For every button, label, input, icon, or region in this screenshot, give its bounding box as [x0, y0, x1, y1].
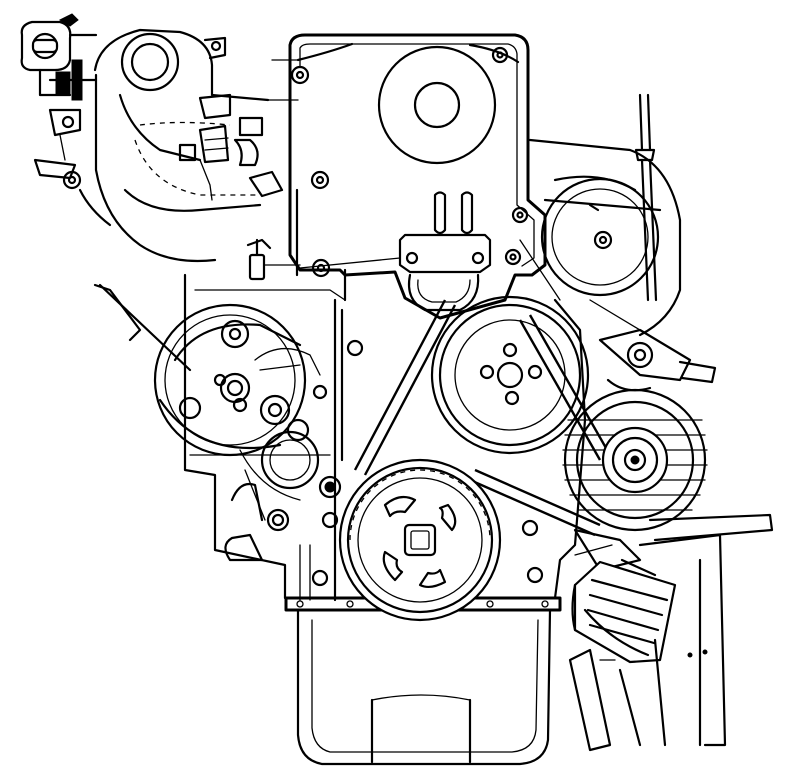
water-pump-pulley: [430, 295, 590, 455]
oil-pan: [284, 596, 562, 766]
engine-mount-bracket: [299, 191, 492, 312]
exhaust-bracket: [568, 513, 774, 752]
idler-pulley-upper-right: [528, 138, 682, 337]
timing-cover: [267, 33, 547, 320]
top-left-sensor: [20, 13, 112, 227]
dipstick: [634, 93, 658, 302]
wiring-connector: [246, 238, 301, 281]
alternator: [562, 328, 717, 572]
oil-filter: [571, 558, 677, 664]
ac-compressor-pulley: [93, 283, 342, 521]
engine-block: [183, 273, 587, 602]
drive-belt: [353, 239, 691, 537]
intake-manifold: [93, 28, 284, 263]
crankshaft-pulley: [338, 458, 502, 622]
